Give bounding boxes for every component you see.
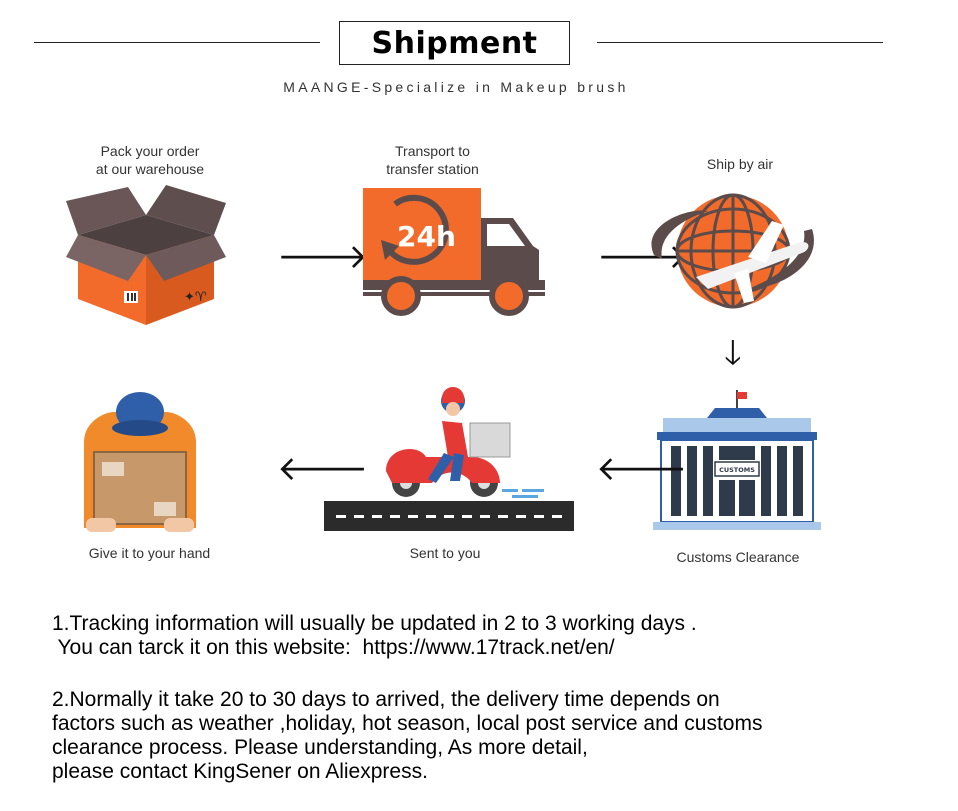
arrow-left-2: 🡐: [277, 449, 369, 489]
page-subtitle: MAANGE-Specialize in Makeup brush: [283, 79, 629, 95]
arrow-down: 🡓: [724, 333, 742, 373]
step-label-customs: Customs Clearance: [676, 549, 800, 565]
note-delivery-line-2: factors such as weather ,holiday, hot se…: [52, 712, 763, 735]
globe-airplane-icon: [651, 193, 814, 309]
package-box-icon: ✦♈: [66, 185, 226, 325]
svg-text:CUSTOMS: CUSTOMS: [719, 466, 755, 474]
step-label-sent: Sent to you: [409, 545, 481, 561]
delivery-scooter-icon: [324, 386, 574, 531]
step-label-transport: Transport to transfer station: [386, 143, 479, 177]
note-delivery-line-3: clearance process. Please understanding,…: [52, 736, 588, 759]
customs-building-icon: CUSTOMS: [653, 390, 821, 530]
header-rule-left: [34, 42, 320, 43]
delivery-truck-icon: 24h: [363, 188, 545, 316]
note-delivery-line-4: please contact KingSener on Aliexpress.: [52, 760, 428, 783]
note-tracking-line-1: 1.Tracking information will usually be u…: [52, 612, 697, 635]
note-tracking-line-2: You can tarck it on this website: https:…: [52, 636, 615, 659]
arrow-right-2: 🡒: [597, 237, 689, 277]
step-label-pack: Pack your order at our warehouse: [95, 143, 205, 177]
page-title: Shipment: [339, 21, 570, 65]
step-label-air: Ship by air: [706, 156, 774, 172]
svg-text:24h: 24h: [397, 220, 456, 253]
courier-handing-parcel-icon: [84, 392, 196, 532]
arrow-left-1: 🡐: [596, 449, 688, 489]
note-delivery-line-1: 2.Normally it take 20 to 30 days to arri…: [52, 688, 720, 711]
note-delivery-time: 2.Normally it take 20 to 30 days to arri…: [52, 688, 762, 784]
step-label-hand: Give it to your hand: [88, 545, 211, 561]
svg-text:✦♈: ✦♈: [184, 290, 207, 305]
note-tracking: 1.Tracking information will usually be u…: [52, 612, 697, 660]
header-rule-right: [597, 42, 883, 43]
arrow-right-1: 🡒: [277, 237, 369, 277]
